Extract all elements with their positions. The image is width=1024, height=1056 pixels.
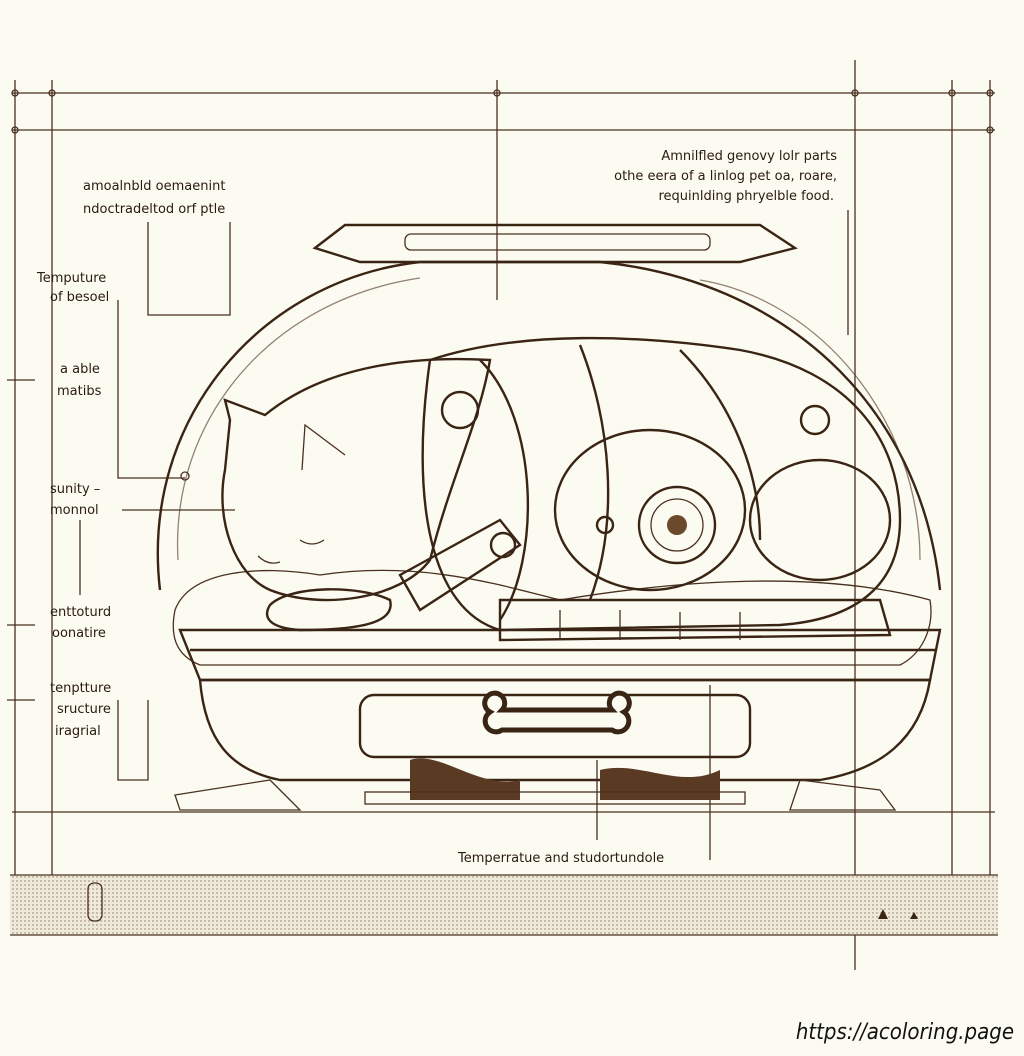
annotation-tenptture: tenptture sructure iragrial: [50, 681, 111, 739]
watermark: https://acoloring.page: [795, 1020, 1014, 1045]
label-line: othe eera of a linlog pet oa, roare,: [614, 169, 837, 184]
label-line: monnol: [50, 503, 99, 518]
sleeping-cat: [221, 357, 492, 632]
label-line: iragrial: [55, 724, 101, 739]
label-line: Amnilfled genovy lolr parts: [661, 149, 837, 164]
label-line: a able: [60, 362, 100, 377]
annotation-able-matibs: a able matibs: [57, 362, 102, 399]
label-line: ndoctradeltod orf ptle: [83, 202, 225, 217]
bowl-base: [174, 628, 942, 811]
label-line: sunity –: [50, 482, 100, 497]
label-line: Temputure: [36, 271, 106, 286]
annotation-top-right: Amnilfled genovy lolr parts othe eera of…: [614, 149, 837, 204]
leader-lines: [79, 210, 849, 860]
frame-lines: [7, 60, 995, 970]
glass-dome: [156, 223, 942, 591]
robot-body: [398, 336, 902, 642]
label-line: amoalnbld oemaenint: [83, 179, 225, 194]
label-line: sructure: [57, 702, 111, 717]
label-line: tenptture: [50, 681, 111, 696]
label-line: oonatire: [52, 626, 106, 641]
annotation-sunity-monnol: sunity – monnol: [50, 482, 100, 518]
annotation-enttoturd: enttoturd oonatire: [50, 605, 111, 641]
annotation-temperature-vessel: Temputure of besoel: [36, 271, 109, 305]
label-line: of besoel: [50, 290, 109, 305]
label-line: matibs: [57, 384, 102, 399]
base-strip: [10, 874, 998, 936]
label-line: requinlding phryelble food.: [659, 189, 835, 204]
cushion: [172, 569, 932, 666]
label-line: enttoturd: [50, 605, 111, 620]
annotation-top-left: amoalnbld oemaenint ndoctradeltod orf pt…: [83, 179, 225, 217]
annotation-bottom: Temperratue and studortundole: [457, 851, 664, 866]
